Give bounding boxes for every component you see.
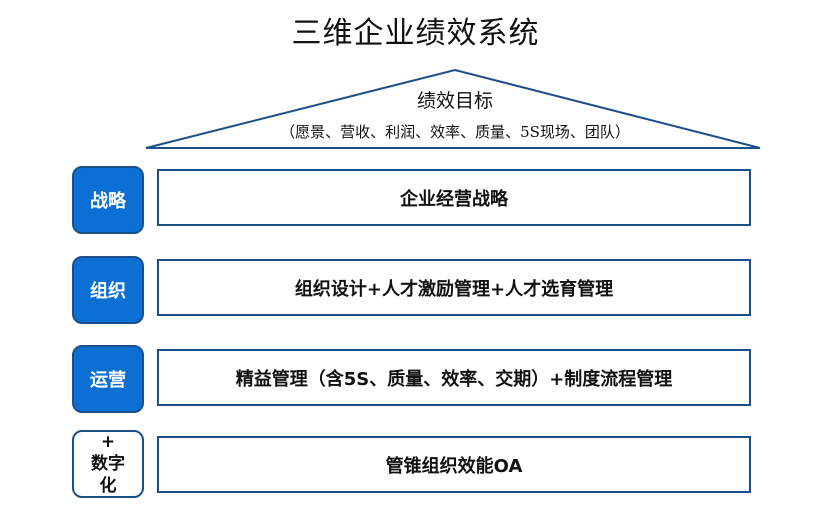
label-digitalization-line-2: 数字 bbox=[91, 454, 125, 474]
content-operations: 精益管理（含5S、质量、效率、交期）+制度流程管理 bbox=[157, 349, 751, 406]
label-operations-text: 运营 bbox=[90, 370, 126, 391]
content-strategy-text: 企业经营战略 bbox=[400, 188, 508, 210]
label-operations: 运营 bbox=[72, 345, 144, 413]
label-organization-text: 组织 bbox=[90, 281, 126, 302]
label-digitalization-line-3: 化 bbox=[99, 476, 117, 496]
roof-subtitle: （愿景、营收、利润、效率、质量、5S现场、团队） bbox=[280, 123, 630, 141]
content-organization-text: 组织设计+人才激励管理+人才选育管理 bbox=[294, 278, 614, 300]
roof-triangle bbox=[145, 68, 761, 149]
content-digitalization-text: 管锥组织效能OA bbox=[385, 455, 523, 477]
label-digitalization: + 数字 化 bbox=[72, 430, 144, 498]
label-strategy-text: 战略 bbox=[90, 191, 126, 212]
content-digitalization: 管锥组织效能OA bbox=[157, 436, 751, 493]
content-organization: 组织设计+人才激励管理+人才选育管理 bbox=[157, 259, 751, 316]
label-organization: 组织 bbox=[72, 256, 144, 324]
content-operations-text: 精益管理（含5S、质量、效率、交期）+制度流程管理 bbox=[235, 368, 673, 390]
page-title: 三维企业绩效系统 bbox=[291, 16, 540, 51]
roof-title: 绩效目标 bbox=[416, 90, 493, 112]
label-strategy: 战略 bbox=[72, 166, 144, 234]
content-strategy: 企业经营战略 bbox=[157, 169, 751, 226]
label-digitalization-line-1: + bbox=[100, 432, 116, 452]
